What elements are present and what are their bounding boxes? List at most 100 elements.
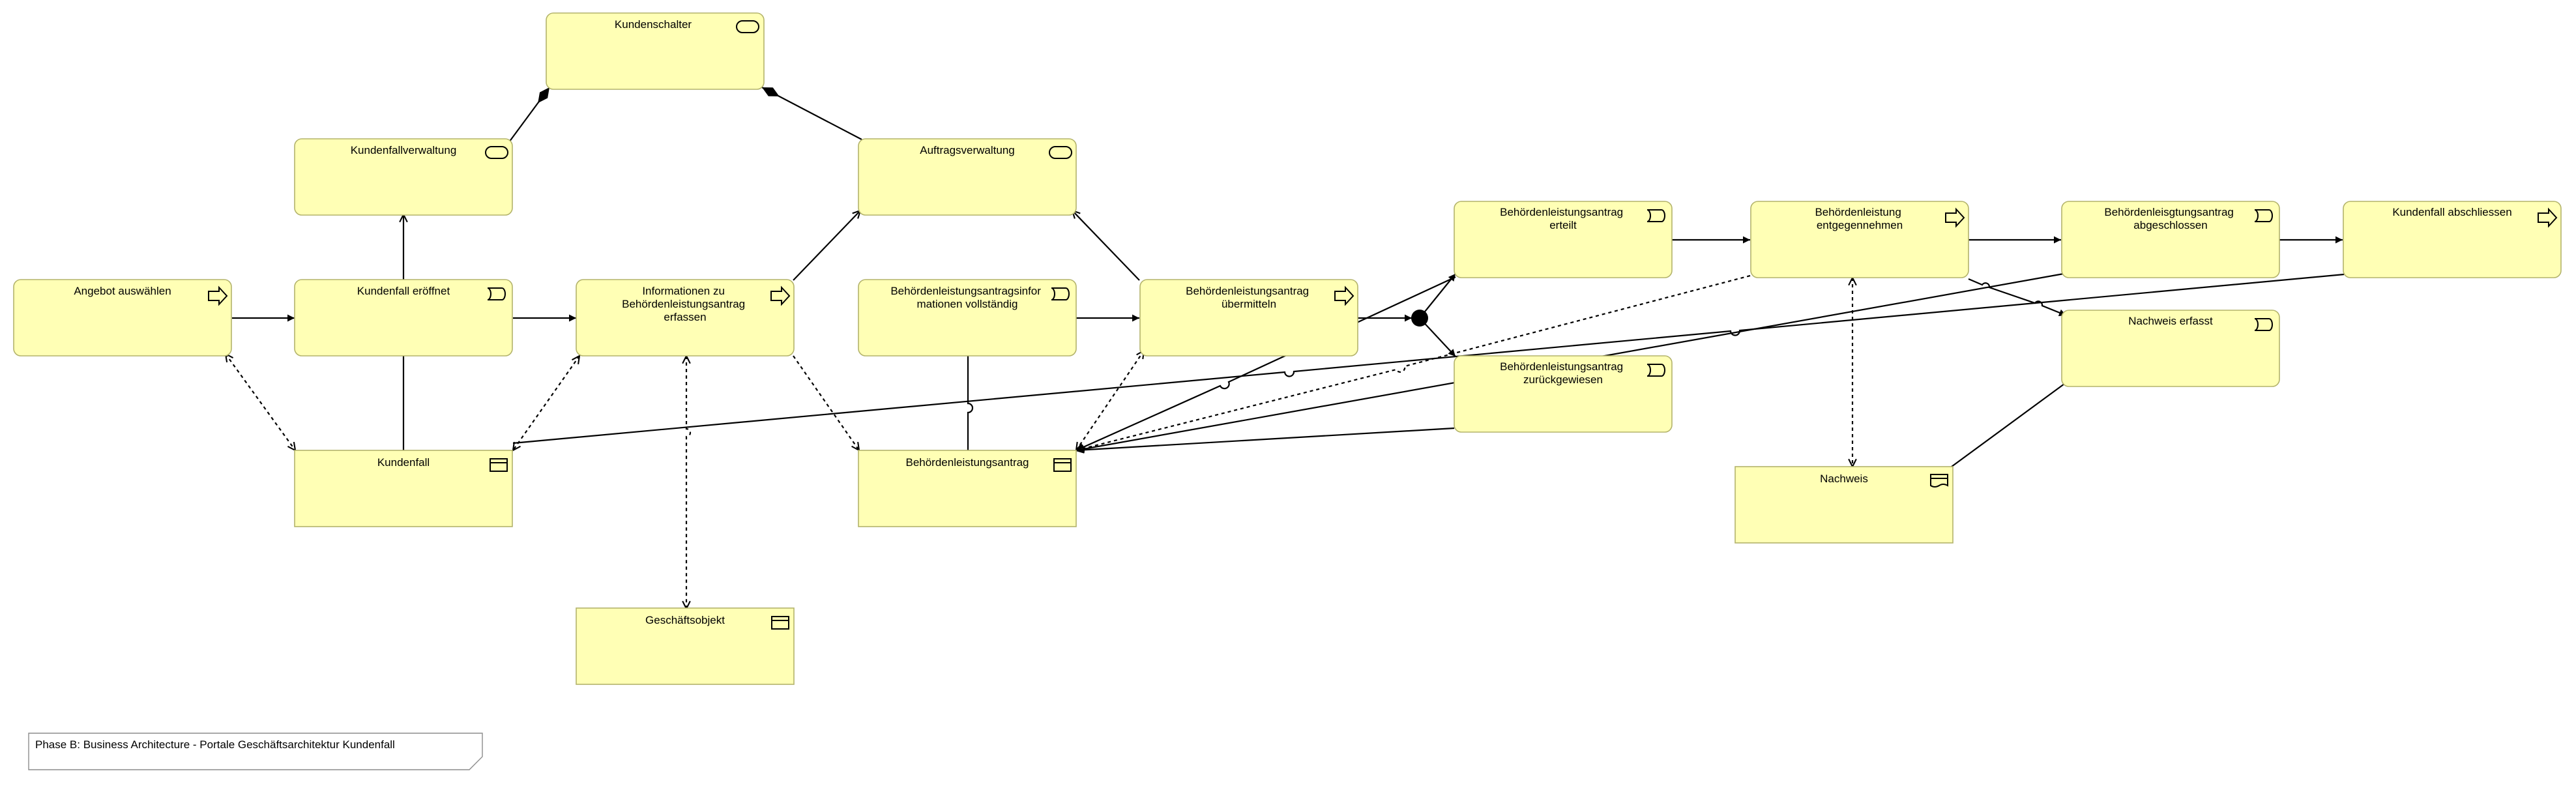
- business-object-icon: [771, 616, 789, 630]
- access-zurueckgewiesen-antrag: [1076, 427, 1455, 452]
- node-zurueckgewiesen-label-1: Behördenleistungsantrag: [1500, 360, 1623, 373]
- node-kundenschalter[interactable]: Kundenschalter: [546, 12, 765, 90]
- event-icon: [1647, 209, 1665, 222]
- node-antragsinformationen-vollstaendig[interactable]: Behördenleistungsantragsinfor mationen v…: [858, 279, 1077, 357]
- process-icon: [2538, 207, 2558, 228]
- node-auftragsverwaltung[interactable]: Auftragsverwaltung: [858, 138, 1077, 216]
- node-zurueckgewiesen-label-2: zurückgewiesen: [1523, 373, 1603, 386]
- node-nachweis-label-1: Nachweis: [1820, 473, 1868, 485]
- node-antrag-objekt-label-1: Behördenleistungsantrag: [905, 456, 1029, 469]
- node-abschliessen-label-1: Kundenfall abschliessen: [2392, 206, 2511, 218]
- representation-icon: [1930, 474, 1948, 488]
- node-angebot-auswaehlen[interactable]: Angebot auswählen: [13, 279, 232, 357]
- node-nachweis-erfasst-label-1: Nachweis erfasst: [2128, 315, 2213, 327]
- node-kundenfallverwaltung[interactable]: Kundenfallverwaltung: [294, 138, 513, 216]
- service-icon: [485, 146, 508, 159]
- realization-informationen-auftragsverwaltung: [793, 211, 860, 281]
- trigger-junction-erteilt: [1419, 273, 1456, 319]
- node-entgegennehmen-label-2: entgegennehmen: [1817, 219, 1903, 231]
- association-nachweis-erfasst-nachweis: [1951, 383, 2065, 467]
- svg-text:Kundenfall abschliessen: Kundenfall abschliessen: [2392, 206, 2511, 218]
- business-object-icon: [490, 458, 508, 472]
- svg-text:Nachweis erfasst: Nachweis erfasst: [2128, 315, 2213, 327]
- svg-text:Behördenleistungsantrag: Behördenleistungsantrag erteilt: [1500, 206, 1626, 231]
- node-kundenfall-object[interactable]: Kundenfall: [294, 450, 513, 527]
- event-icon: [2254, 318, 2273, 331]
- service-icon: [736, 20, 759, 33]
- access-informationen-kundenfall: [513, 356, 579, 450]
- svg-text:Behördenleistung entgege: Behördenleistung entgegennehmen: [1815, 206, 1904, 231]
- node-abgeschlossen-label-1: Behördenleisgtungsantrag: [2104, 206, 2233, 218]
- trigger-junction-zurueckgewiesen: [1419, 317, 1456, 357]
- access-informationen-geschaeftsobjekt: [686, 356, 692, 609]
- svg-text:Kundenfall eröffnet: Kundenfall eröffnet: [357, 285, 450, 297]
- node-kundenfall-eroeffnet[interactable]: Kundenfall eröffnet: [294, 279, 513, 357]
- access-informationen-antrag: [793, 355, 859, 450]
- svg-text:Behördenleistungsantrag: Behördenleistungsantrag: [905, 456, 1029, 469]
- diagram-note-text: Phase B: Business Architecture - Portale…: [35, 738, 395, 751]
- node-informationen-label-1: Informationen zu: [642, 285, 725, 297]
- node-uebermitteln-label-1: Behördenleistungsantrag: [1186, 285, 1309, 297]
- node-nachweis-erfasst[interactable]: Nachweis erfasst: [2061, 310, 2280, 387]
- event-icon: [487, 287, 506, 300]
- svg-text:Kundenfallverwaltung: Kundenfallverwaltung: [351, 144, 457, 156]
- node-geschaeftsobjekt-label-1: Geschäftsobjekt: [645, 614, 725, 626]
- svg-text:Behördenleistungsantrag: Behördenleistungsantrag zurückgewiesen: [1500, 360, 1626, 386]
- svg-text:Kundenschalter: Kundenschalter: [615, 18, 692, 31]
- node-erteilt-label-2: erteilt: [1549, 219, 1577, 231]
- svg-text:Behördenleistungsantrag: Behördenleistungsantrag übermitteln: [1186, 285, 1312, 310]
- node-antrag-erteilt[interactable]: Behördenleistungsantrag erteilt: [1454, 201, 1673, 278]
- diagram-note: Phase B: Business Architecture - Portale…: [28, 733, 483, 770]
- access-angebot-kundenfall: [226, 354, 295, 450]
- event-icon: [1051, 287, 1070, 300]
- process-icon: [1945, 207, 1965, 228]
- access-erteilt-antrag: [1076, 276, 1456, 450]
- node-informationen-label-2: Behördenleistungsantrag: [622, 298, 745, 310]
- node-antragsinfo-label-2: mationen vollständig: [917, 298, 1018, 310]
- node-kundenfallverwaltung-label-1: Kundenfallverwaltung: [351, 144, 457, 156]
- svg-text:Kundenfall: Kundenfall: [377, 456, 430, 469]
- svg-text:Behördenleistungsantragsinfor: Behördenleistungsantragsinfor mationen v…: [890, 285, 1044, 310]
- service-icon: [1049, 146, 1072, 159]
- process-icon: [1334, 285, 1354, 306]
- node-kundenfall-eroeffnet-label-1: Kundenfall eröffnet: [357, 285, 450, 297]
- composition-kundenschalter-auftragsverwaltung: [761, 87, 862, 140]
- node-behoerdenleistung-entgegennehmen[interactable]: Behördenleistung entgegennehmen: [1750, 201, 1969, 278]
- node-antrag-zurueckgewiesen[interactable]: Behördenleistungsantrag zurückgewiesen: [1454, 355, 1673, 433]
- node-antrag-abgeschlossen[interactable]: Behördenleisgtungsantrag abgeschlossen: [2061, 201, 2280, 278]
- svg-text:Geschäftsobjekt: Geschäftsobjekt: [645, 614, 725, 626]
- svg-text:Informationen zu Behörde: Informationen zu Behördenleistungsantrag…: [622, 285, 748, 323]
- composition-kundenschalter-kundenfallverwaltung: [508, 87, 550, 143]
- node-auftragsverwaltung-label-1: Auftragsverwaltung: [920, 144, 1015, 156]
- node-abgeschlossen-label-2: abgeschlossen: [2133, 219, 2207, 231]
- node-nachweis-representation[interactable]: Nachweis: [1734, 466, 1954, 544]
- business-object-icon: [1053, 458, 1072, 472]
- node-antragsinfo-label-1: Behördenleistungsantragsinfor: [890, 285, 1041, 297]
- svg-text:Behördenleisgtungsantrag: Behördenleisgtungsantrag abgeschlossen: [2104, 206, 2236, 231]
- node-informationen-erfassen[interactable]: Informationen zu Behördenleistungsantrag…: [576, 279, 795, 357]
- node-antrag-uebermitteln[interactable]: Behördenleistungsantrag übermitteln: [1139, 279, 1358, 357]
- node-informationen-label-3: erfassen: [664, 311, 706, 323]
- node-kundenfall-abschliessen[interactable]: Kundenfall abschliessen: [2343, 201, 2562, 278]
- svg-text:Angebot auswählen: Angebot auswählen: [74, 285, 171, 297]
- node-erteilt-label-1: Behördenleistungsantrag: [1500, 206, 1623, 218]
- access-abschliessen-kundenfall: [512, 273, 2345, 444]
- trigger-entgegennehmen-nachweis-erfasst: [1968, 278, 2067, 317]
- or-junction: [1411, 310, 1428, 327]
- realization-uebermitteln-auftragsverwaltung: [1072, 211, 1140, 281]
- event-icon: [2254, 209, 2273, 222]
- svg-text:Auftragsverwaltung: Auftragsverwaltung: [920, 144, 1015, 156]
- node-kundenschalter-label-1: Kundenschalter: [615, 18, 692, 31]
- process-icon: [770, 285, 791, 306]
- association-antragsinfo-antrag: [967, 356, 974, 450]
- access-uebermitteln-antrag: [1076, 351, 1144, 450]
- process-icon: [208, 285, 228, 306]
- node-angebot-label-1: Angebot auswählen: [74, 285, 171, 297]
- node-uebermitteln-label-2: übermitteln: [1222, 298, 1276, 310]
- svg-text:Nachweis: Nachweis: [1820, 473, 1868, 485]
- node-kundenfall-label-1: Kundenfall: [377, 456, 430, 469]
- node-entgegennehmen-label-1: Behördenleistung: [1815, 206, 1901, 218]
- node-geschaeftsobjekt[interactable]: Geschäftsobjekt: [576, 607, 795, 685]
- node-behoerdenleistungsantrag-object[interactable]: Behördenleistungsantrag: [858, 450, 1077, 527]
